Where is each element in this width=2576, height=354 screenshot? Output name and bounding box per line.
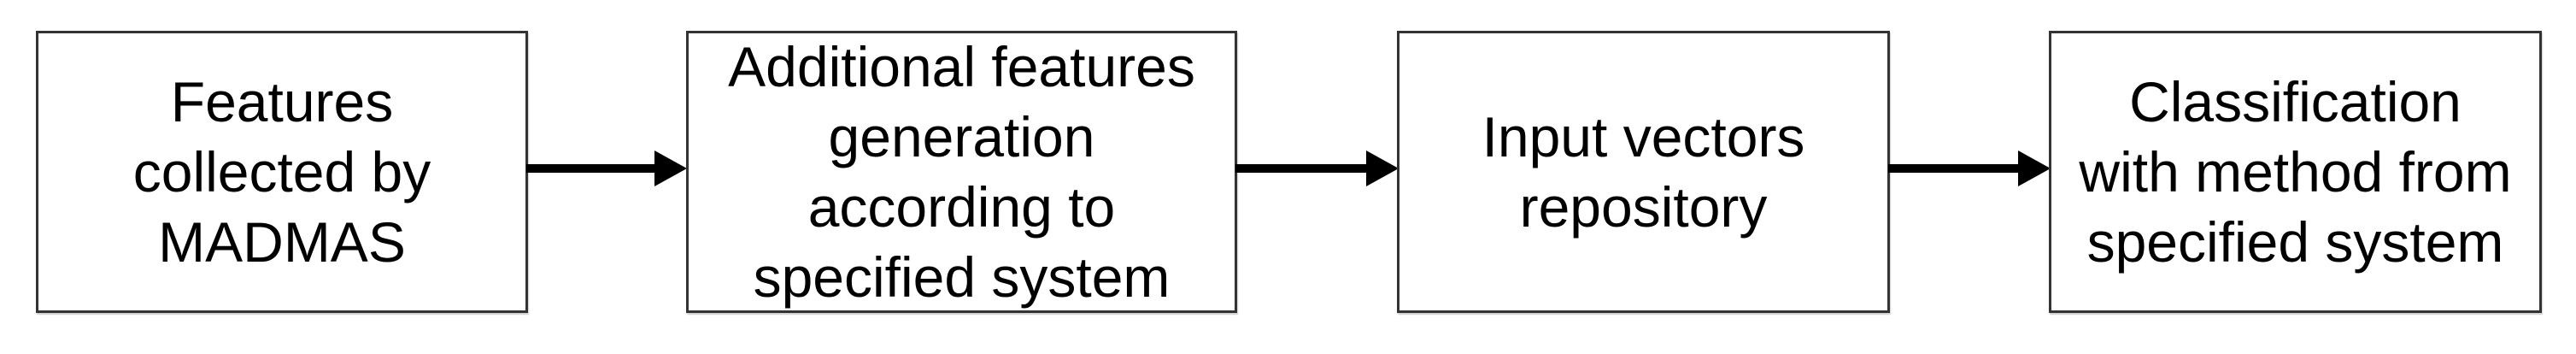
flow-node-additional-features-generation: Additional features generation according… [686,31,1237,313]
connector-arrow-1 [526,150,687,186]
connector-arrow-3 [1888,150,2051,186]
flow-node-classification-with-method: Classification with method from specifie… [2049,31,2542,313]
flow-node-input-vectors-repository: Input vectors repository [1397,31,1890,313]
arrow-shaft [526,164,654,173]
flow-node-label: Classification with method from specifie… [2079,70,2512,274]
flow-node-label: Features collected by MADMAS [132,70,431,274]
flow-node-label: Input vectors repository [1482,105,1805,239]
arrow-shaft [1235,164,1366,173]
flow-node-features-collected-by-madmas: Features collected by MADMAS [36,31,528,313]
arrow-right-icon [1366,150,1399,186]
arrow-right-icon [2018,150,2051,186]
flow-node-label: Additional features generation according… [728,35,1195,309]
arrow-right-icon [654,150,687,186]
arrow-shaft [1888,164,2018,173]
connector-arrow-2 [1235,150,1399,186]
